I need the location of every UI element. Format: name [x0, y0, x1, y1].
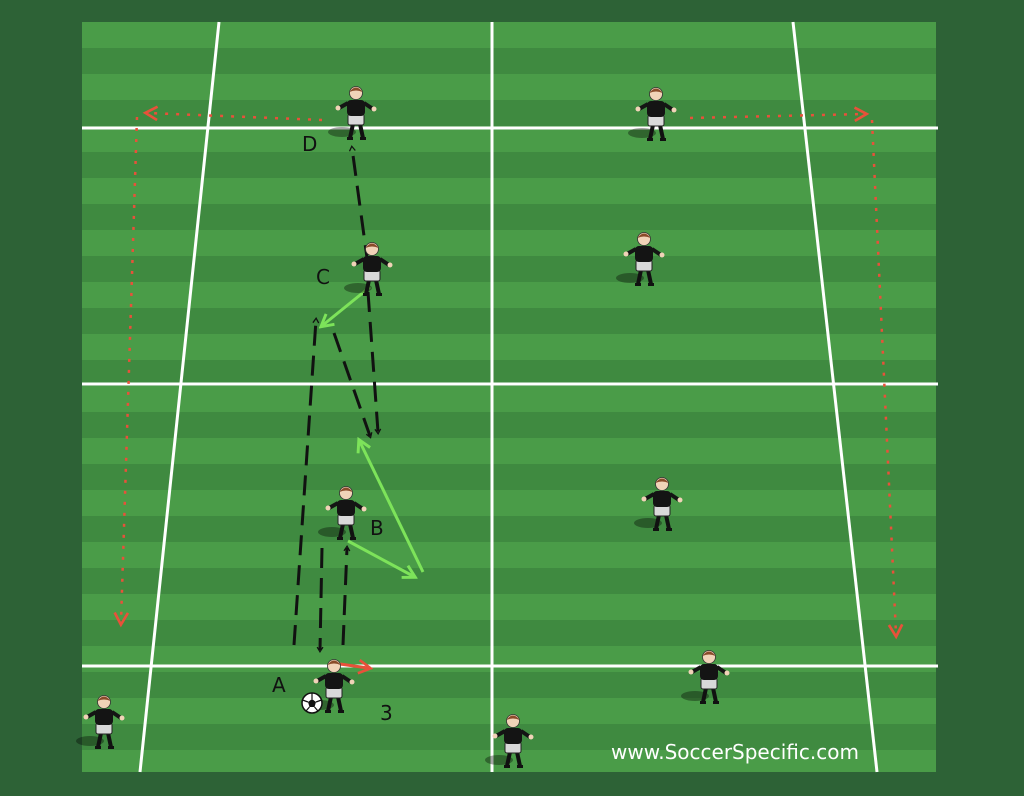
grass-stripe — [82, 204, 936, 230]
ball-direction-arrow — [339, 664, 368, 668]
pass-up-diagonal — [360, 442, 425, 573]
label-d: D — [302, 132, 317, 156]
label-a: A — [272, 673, 286, 697]
run-c-drop — [332, 332, 373, 439]
passes — [323, 285, 425, 576]
rotation-arrows — [121, 113, 896, 634]
player-bottom-left — [76, 695, 125, 749]
grass-stripe — [82, 360, 936, 386]
grass-stripe — [82, 48, 936, 74]
grass-stripe — [82, 308, 936, 334]
line-left — [138, 21, 221, 773]
player-runs — [292, 145, 382, 653]
players — [76, 86, 730, 768]
soccer-ball-icon — [301, 692, 323, 714]
grass-stripe — [82, 412, 936, 438]
pitch-lines — [82, 21, 938, 773]
watermark: www.SoccerSpecific.com — [611, 740, 859, 764]
rotation-right-horizontal — [689, 114, 864, 118]
player-bottom-right — [681, 650, 730, 704]
line-right — [791, 21, 879, 773]
grass-stripe — [82, 464, 936, 490]
player-top-right — [628, 87, 677, 141]
grass-stripe — [82, 620, 936, 646]
label-c: C — [316, 265, 330, 289]
rotation-left-horizontal — [148, 113, 323, 122]
pass-to-b-lane — [347, 539, 413, 576]
label-number: 3 — [380, 701, 393, 725]
player-right-lower — [634, 477, 683, 531]
grass-stripe — [82, 256, 936, 282]
player-c — [344, 242, 393, 296]
pass-c-to-run — [323, 285, 371, 325]
player-right-upper — [616, 232, 665, 286]
run-a-to-c — [292, 317, 320, 646]
grass-stripes — [82, 48, 936, 750]
run-a-to-b — [341, 545, 351, 646]
grass-stripe — [82, 568, 936, 594]
run-c-down — [366, 291, 382, 435]
grass-stripe — [82, 100, 936, 126]
grass-base — [82, 22, 936, 772]
grass-stripe — [82, 672, 936, 698]
run-c-to-d — [348, 145, 370, 266]
player-d — [328, 86, 377, 140]
player-bottom-center — [485, 714, 534, 768]
grass-stripe — [82, 152, 936, 178]
grass-stripe — [82, 516, 936, 542]
label-b: B — [370, 516, 384, 540]
player-b — [318, 486, 367, 540]
run-b-to-a — [316, 547, 324, 653]
